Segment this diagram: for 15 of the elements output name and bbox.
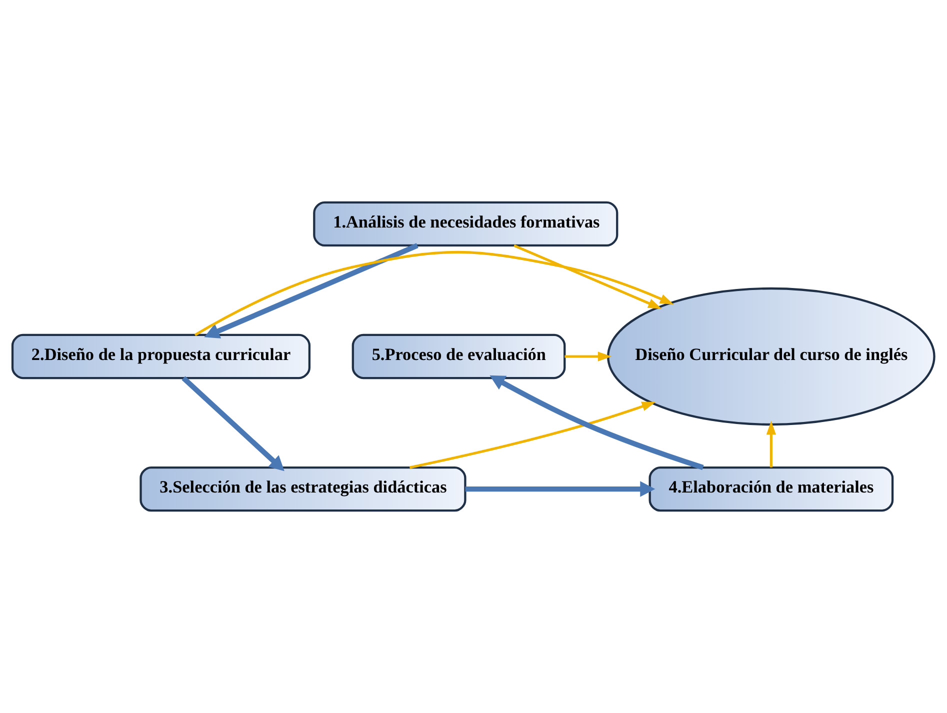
arrow xyxy=(564,352,612,362)
node-ellipse: Diseño Curricular del curso de inglés xyxy=(607,287,936,426)
node-box: 5.Proceso de evaluación xyxy=(352,334,566,380)
arrow xyxy=(194,250,674,336)
arrow xyxy=(182,376,284,472)
node-box: 2.Diseño de la propuesta curricular xyxy=(11,334,311,380)
arrow xyxy=(409,402,656,469)
arrow xyxy=(204,243,418,338)
arrow xyxy=(465,481,656,497)
arrow xyxy=(514,244,662,309)
node-box: 4.Elaboración de materiales xyxy=(648,466,894,512)
node-box: 3.Selección de las estrategias didácticas xyxy=(140,466,466,512)
node-box: 1.Análisis de necesidades formativas xyxy=(313,201,618,247)
arrow xyxy=(766,420,776,468)
arrow xyxy=(490,375,704,470)
